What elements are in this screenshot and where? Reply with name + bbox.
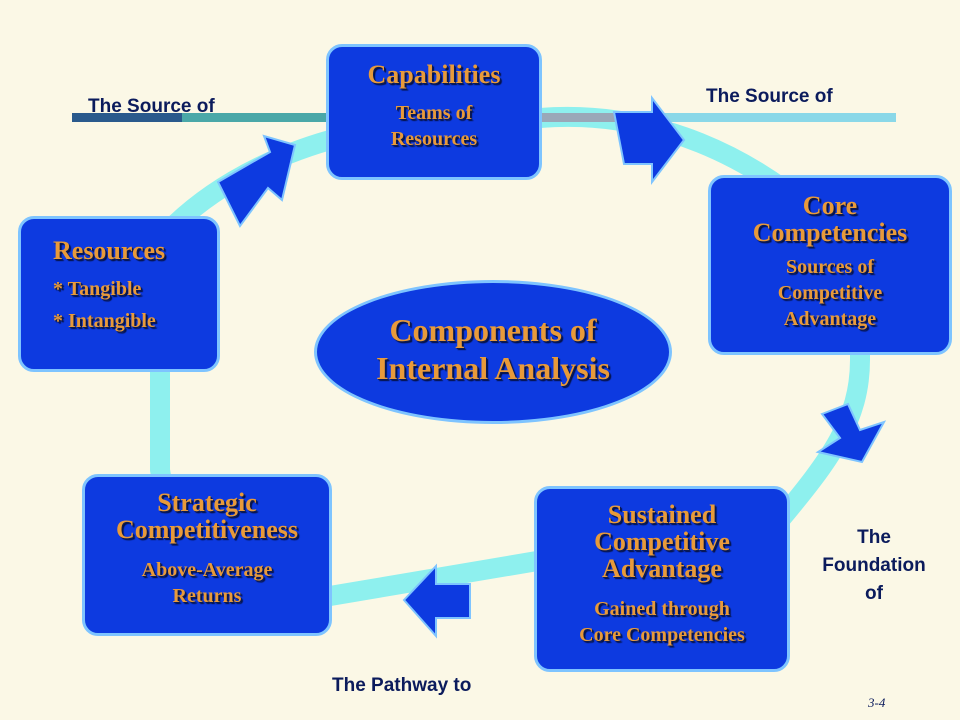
arrow-down-icon	[815, 402, 887, 464]
sustained-title-line1: Sustained	[607, 500, 717, 529]
sustained-advantage-box: Sustained Competitive Advantage Gained t…	[534, 486, 790, 672]
label-foundation-line3: of	[865, 583, 883, 604]
left-bar-teal	[182, 113, 330, 122]
strategic-sub-line1: Above-Average	[141, 559, 273, 581]
arrow-left-icon	[402, 563, 471, 639]
resources-item-2: * Intangible	[53, 310, 156, 332]
resources-box: Resources * Tangible * Intangible	[18, 216, 220, 372]
capabilities-title: Capabilities	[367, 60, 501, 89]
core-competencies-box: Core Competencies Sources of Competitive…	[708, 175, 952, 355]
core-sub-line1: Sources of	[786, 256, 874, 278]
label-foundation: The Foundation of	[806, 524, 942, 608]
capabilities-sub1: Teams of	[395, 102, 473, 124]
core-sub-line2: Competitive	[777, 282, 883, 304]
sustained-title-line2: Competitive	[594, 527, 730, 556]
sustained-sub-line1: Gained through	[594, 598, 730, 620]
left-bar-navy	[72, 113, 182, 122]
ellipse-title-line2: Internal Analysis	[376, 350, 610, 386]
label-foundation-line1: The	[857, 527, 891, 548]
right-bar-cyan	[660, 113, 896, 122]
strategic-sub-line2: Returns	[172, 585, 242, 607]
core-sub-line3: Advantage	[783, 308, 877, 330]
label-source-left: The Source of	[88, 96, 215, 117]
strategic-competitiveness-box: Strategic Competitiveness Above-Average …	[82, 474, 332, 636]
capabilities-box: Capabilities Teams of Resources	[326, 44, 542, 180]
core-title-line2: Competencies	[752, 218, 908, 247]
sustained-sub-line2: Core Competencies	[579, 624, 745, 646]
capabilities-sub2: Resources	[390, 128, 478, 150]
label-foundation-line2: Foundation	[822, 555, 926, 576]
ellipse-title-line1: Components of	[389, 312, 597, 348]
strategic-title-line2: Competitiveness	[116, 515, 298, 544]
strategic-title-line1: Strategic	[157, 488, 257, 517]
label-pathway: The Pathway to	[332, 675, 472, 696]
right-bar-gray	[540, 113, 660, 122]
arrow-up-right-icon	[216, 134, 297, 228]
sustained-title-line3: Advantage	[602, 554, 722, 583]
components-ellipse: Components of Internal Analysis	[314, 280, 672, 424]
arrow-right-icon	[612, 95, 686, 185]
core-title-line1: Core	[802, 191, 858, 220]
resources-item-1: * Tangible	[53, 278, 142, 300]
label-source-right: The Source of	[706, 86, 833, 107]
slide-number: 3-4	[868, 695, 886, 710]
resources-title: Resources	[53, 236, 166, 265]
